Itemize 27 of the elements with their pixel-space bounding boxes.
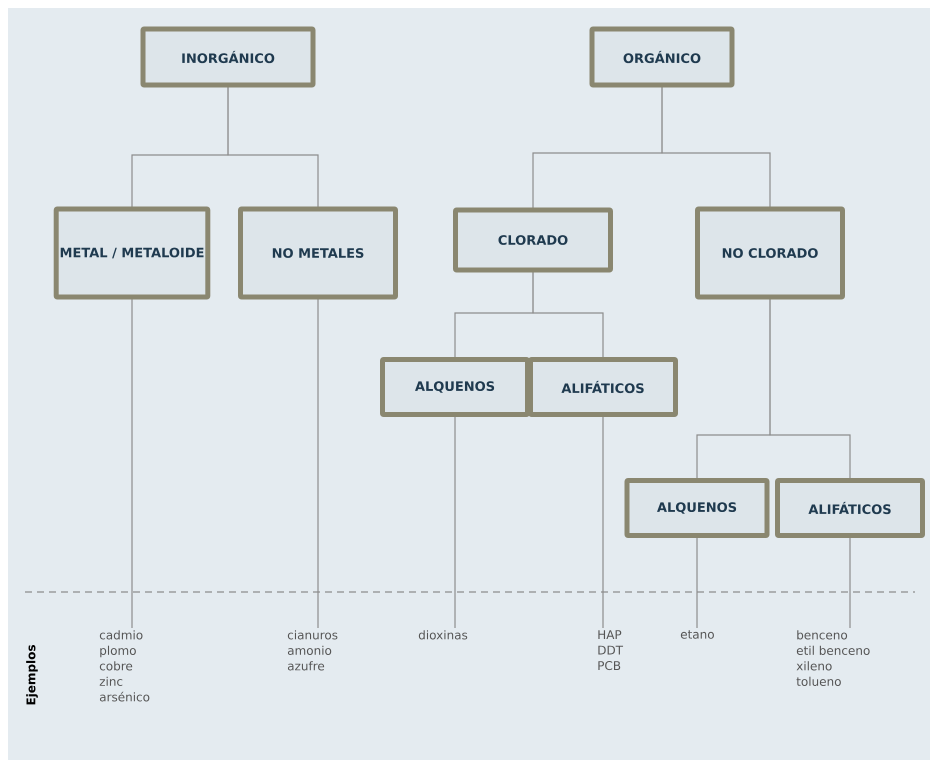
category-box: ORGÁNICO [590, 26, 734, 88]
example-list: etano [680, 630, 714, 639]
connector-line [661, 88, 771, 206]
connector-line [602, 417, 604, 628]
side-label: Ejemplos [26, 645, 38, 704]
connector-line [849, 538, 851, 628]
category-box: METAL / METALOIDE [54, 206, 210, 300]
category-box: ALIFÁTICOS [775, 478, 925, 538]
connector-line [532, 272, 604, 357]
connector-line [696, 538, 698, 628]
example-list: benceno etil benceno xileno tolueno [796, 630, 870, 686]
category-box: ALQUENOS [624, 478, 770, 538]
category-box: CLORADO [453, 208, 613, 272]
category-box: INORGÁNICO [140, 26, 316, 88]
connector-line [317, 300, 319, 628]
example-list: cianuros amonio azufre [288, 630, 338, 670]
connector-line [131, 300, 133, 628]
example-list: cadmio plomo cobre zinc arsénico [100, 630, 150, 702]
connector-line [454, 417, 456, 628]
example-list: dioxinas [418, 630, 468, 640]
connector-line [769, 300, 851, 478]
category-box: ALQUENOS [380, 357, 530, 417]
example-list: HAP DDT PCB [598, 630, 624, 670]
category-box: NO METALES [238, 206, 398, 300]
connector-line [227, 88, 319, 206]
category-box: NO CLORADO [695, 206, 845, 300]
category-box: ALIFÁTICOS [528, 357, 678, 417]
